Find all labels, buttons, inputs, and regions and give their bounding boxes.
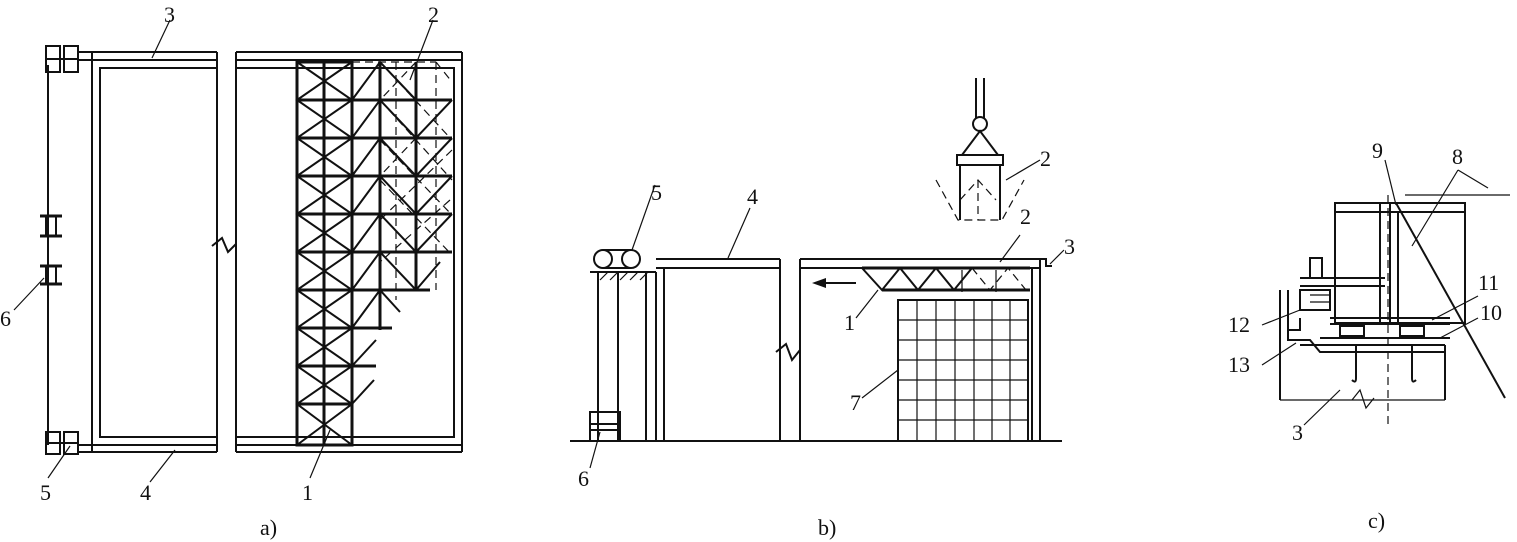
callout-c-3: 3 [1292,420,1303,445]
callout-a-3: 3 [164,2,175,27]
callout-c-13: 13 [1228,352,1250,377]
callout-c-11: 11 [1478,270,1499,295]
rail-plate [1320,317,1450,339]
callout-b-6: 6 [578,466,589,491]
building-section [645,258,1052,441]
rail-top [78,51,462,61]
drive-unit [1299,257,1385,311]
roof-truss [861,266,1030,292]
space-frame-grid [295,60,453,447]
stop-block [589,411,621,442]
callout-b-2-bottom: 2 [1020,204,1031,229]
panel-a-plan-view: 3 2 6 5 4 1 a) [0,2,463,540]
callout-b-4: 4 [747,184,758,209]
panel-b-section-view: 5 4 2 2 3 1 7 6 b) [570,78,1075,540]
travel-arrow [812,278,856,288]
caption-b: b) [818,515,836,540]
callout-b-2-top: 2 [1040,146,1051,171]
callout-b-3: 3 [1064,234,1075,259]
leaders-c [1261,159,1489,426]
callout-c-9: 9 [1372,138,1383,163]
callout-a-2: 2 [428,2,439,27]
bogie-bottom [45,431,79,455]
rail-bottom [78,444,462,453]
break-mark-a [211,236,237,254]
crane-hook [935,78,1025,221]
caption-a: a) [260,515,277,540]
callout-c-12: 12 [1228,312,1250,337]
callout-c-10: 10 [1480,300,1502,325]
leaders-a [13,19,434,483]
callout-c-8: 8 [1452,144,1463,169]
callout-a-6: 6 [0,306,11,331]
break-mark-b [775,342,801,362]
caption-c: c) [1368,508,1385,533]
panel-c-detail-view: 9 8 11 10 12 13 3 c) [1228,138,1510,533]
callout-b-5: 5 [651,180,662,205]
bogie-top [45,45,79,73]
travel-wheels [593,249,641,269]
panel-grid [897,299,1029,442]
rail-stop-top [40,214,62,238]
callout-a-1: 1 [302,480,313,505]
callout-b-1: 1 [844,310,855,335]
support-beam [1280,344,1446,410]
leaders-b [589,159,1065,469]
callout-a-5: 5 [40,480,51,505]
callout-b-7: 7 [850,390,861,415]
bracket [1279,290,1445,400]
callout-a-4: 4 [140,480,151,505]
rail-stop-bottom [40,264,62,286]
